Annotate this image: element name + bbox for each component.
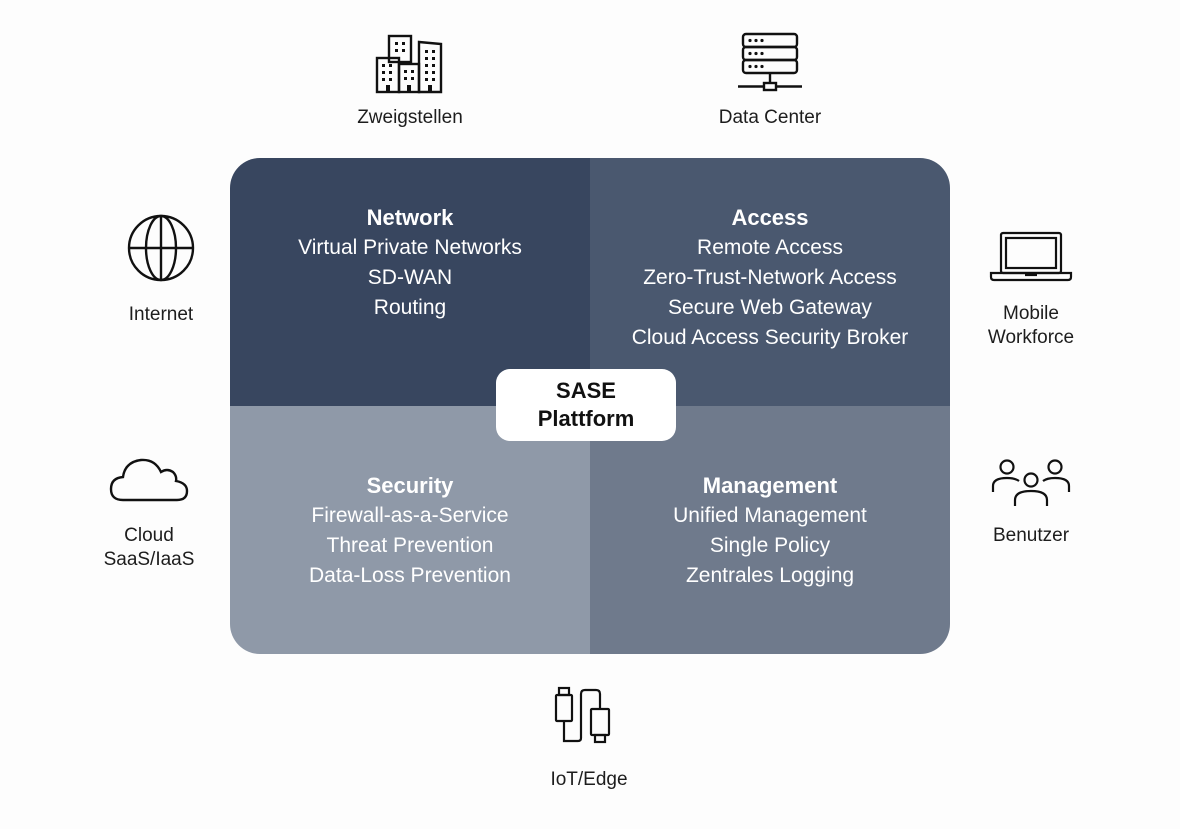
server-rack-icon <box>738 32 802 92</box>
center-line-2: Plattform <box>537 406 635 431</box>
node-cloud: Cloud SaaS/IaaS <box>84 456 214 572</box>
quadrant-item: Zentrales Logging <box>685 564 855 587</box>
users-icon <box>991 459 1071 506</box>
quadrant-item: Firewall-as-a-Service <box>311 504 509 527</box>
node-iot-label: IoT/Edge <box>550 769 628 790</box>
quadrant-item: Zero-Trust-Network Access <box>643 266 897 289</box>
quadrant-item: SD-WAN <box>367 266 453 289</box>
quadrant-title: Security <box>366 473 454 498</box>
quadrant-access: Access Remote Access Zero-Trust-Network … <box>590 158 950 406</box>
quadrant-security: Security Firewall-as-a-Service Threat Pr… <box>230 406 590 654</box>
center-line-1: SASE <box>556 378 616 403</box>
sase-platform-label: SASE Plattform <box>496 369 676 441</box>
quadrant-item: Remote Access <box>697 236 843 259</box>
quadrant-title: Management <box>702 473 838 498</box>
node-internet-label: Internet <box>128 304 194 325</box>
quadrant-title: Access <box>731 205 809 230</box>
cloud-icon <box>109 458 189 502</box>
node-iot: IoT/Edge <box>524 686 654 792</box>
quadrant-item: Virtual Private Networks <box>298 236 522 259</box>
buildings-icon <box>375 34 443 94</box>
quadrant-item: Single Policy <box>709 534 831 557</box>
node-users: Benutzer <box>966 458 1096 548</box>
node-mobile: Mobile Workforce <box>966 230 1096 350</box>
quadrant-item: Data-Loss Prevention <box>309 564 511 587</box>
quadrant-network: Network Virtual Private Networks SD-WAN … <box>230 158 590 406</box>
globe-icon <box>127 214 195 282</box>
node-cloud-label: Cloud SaaS/IaaS <box>103 525 195 570</box>
quadrant-item: Routing <box>373 296 447 319</box>
quadrant-item: Threat Prevention <box>326 534 494 557</box>
sase-quadrant-grid: Network Virtual Private Networks SD-WAN … <box>230 158 950 654</box>
cable-icon <box>554 686 611 744</box>
quadrant-item: Unified Management <box>673 504 867 527</box>
node-branches: Zweigstellen <box>330 32 490 130</box>
quadrant-title: Network <box>366 205 454 230</box>
quadrant-item: Cloud Access Security Broker <box>631 326 909 349</box>
node-branches-label: Zweigstellen <box>357 107 463 128</box>
laptop-icon <box>989 231 1073 282</box>
node-datacenter-label: Data Center <box>718 107 822 128</box>
quadrant-management: Management Unified Management Single Pol… <box>590 406 950 654</box>
quadrant-item: Secure Web Gateway <box>668 296 872 319</box>
node-mobile-label: Mobile Workforce <box>987 303 1075 348</box>
node-datacenter: Data Center <box>690 32 850 130</box>
node-users-label: Benutzer <box>992 525 1070 546</box>
node-internet: Internet <box>96 213 226 327</box>
